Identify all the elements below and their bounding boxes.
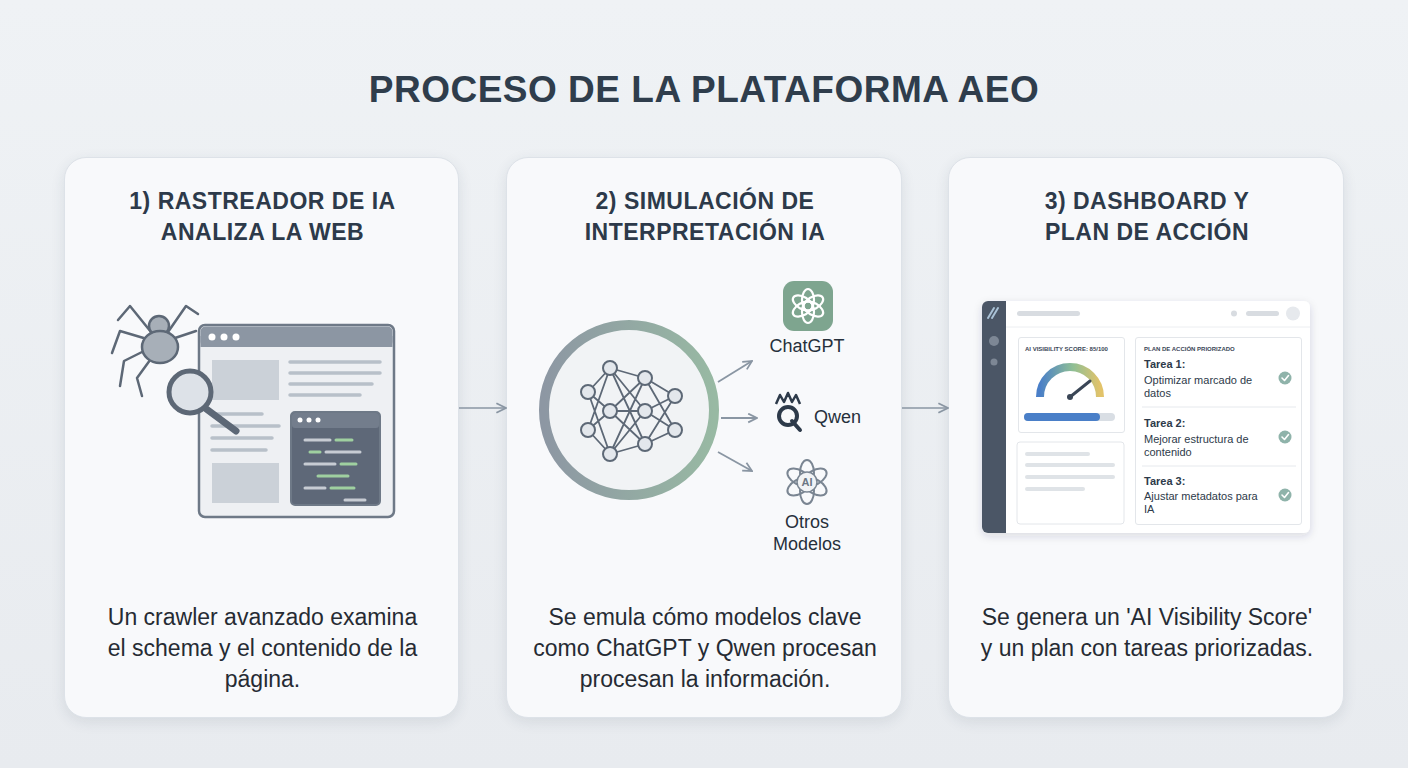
flow-arrow xyxy=(459,407,506,409)
flow-arrow xyxy=(902,407,948,409)
model-name: Qwen xyxy=(814,406,874,428)
process-card: 2) SIMULACIÓN DE INTERPRETACIÓN IA Se emu… xyxy=(506,157,902,718)
card-body: Se emula cómo modelos clave como ChatGPT… xyxy=(525,602,885,695)
card-heading: 1) RASTREADOR DE IA ANALIZA LA WEB xyxy=(108,186,418,248)
process-card: AI VISIBILITY SCORE: 85/100 PLAN DE ACCIÓ… xyxy=(948,157,1344,718)
task-text: Ajustar metadatos para IA xyxy=(1144,490,1264,516)
task-title: Tarea 3: xyxy=(1144,475,1264,488)
icon-text: AI xyxy=(795,475,819,489)
card-heading: 2) SIMULACIÓN DE INTERPRETACIÓN IA xyxy=(555,186,855,248)
task-text: Optimizar marcado de datos xyxy=(1144,374,1264,400)
card-heading: 3) DASHBOARD Y PLAN DE ACCIÓN xyxy=(1032,186,1262,248)
card-body: Se genera un 'AI Visibility Score' y un … xyxy=(977,602,1317,664)
task-title: Tarea 2: xyxy=(1144,417,1264,430)
score-panel: AI VISIBILITY SCORE: 85/100 xyxy=(1018,337,1125,433)
card-body: Un crawler avanzado examina el schema y … xyxy=(103,602,423,695)
task-title: Tarea 1: xyxy=(1144,358,1264,371)
panel-heading: PLAN DE ACCIÓN PRIORIZADO xyxy=(1144,345,1294,353)
task-text: Mejorar estructura de contenido xyxy=(1144,433,1264,459)
score-label: AI VISIBILITY SCORE: 85/100 xyxy=(1025,345,1125,353)
model-name: ChatGPT xyxy=(757,335,857,357)
model-name: Otros Modelos xyxy=(757,511,857,555)
diagram-title: PROCESO DE LA PLATAFORMA AEO xyxy=(0,68,1408,112)
plan-panel: PLAN DE ACCIÓN PRIORIZADO Tarea 1: Optimiz… xyxy=(1135,337,1302,525)
process-card: 1) RASTREADOR DE IA ANALIZA LA WEB Un cra… xyxy=(64,157,459,718)
